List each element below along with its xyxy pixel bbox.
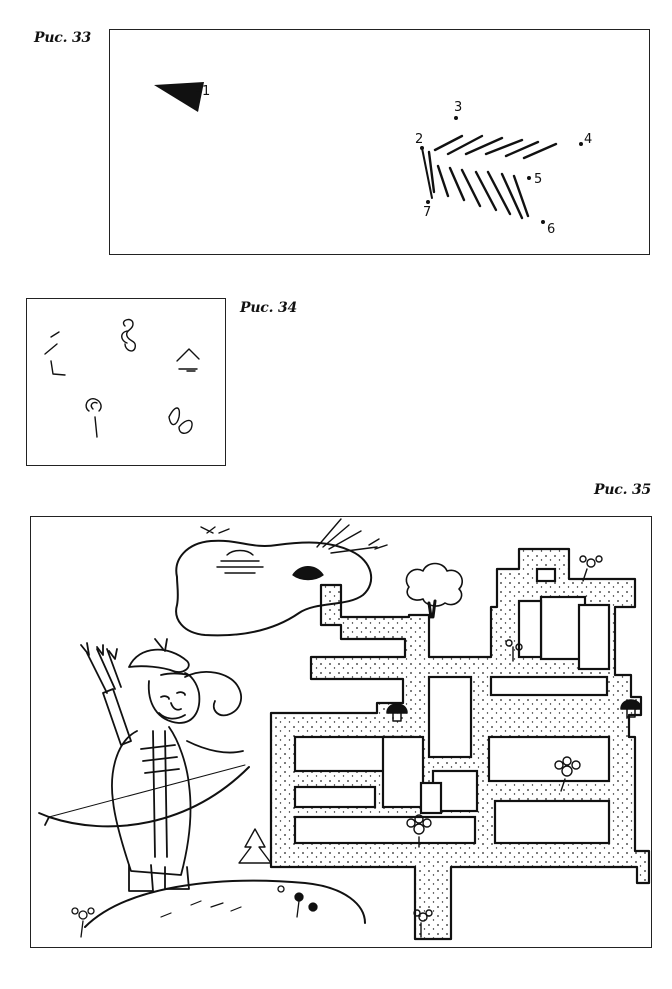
figure-34-panel — [26, 298, 226, 466]
figure-33-panel: 1 2 3 4 5 6 7 — [109, 29, 650, 255]
sketch-fragments — [44, 318, 200, 438]
dot-3 — [454, 116, 458, 120]
maze-walls — [293, 567, 611, 845]
label-7: 7 — [423, 205, 431, 220]
hill-outline — [84, 879, 366, 928]
figure-35-panel — [30, 516, 652, 948]
fragment-a-stroke — [50, 331, 60, 338]
figure-35-caption: Рис. 35 — [594, 482, 652, 498]
upper-hatching — [433, 134, 558, 160]
label-1: 1 — [202, 84, 210, 99]
maze-illustration — [38, 518, 651, 941]
label-2: 2 — [415, 132, 423, 147]
mushroom-icons — [386, 699, 642, 722]
flower-icons — [406, 555, 603, 938]
pond-fish — [216, 549, 324, 581]
archer-figure — [38, 638, 250, 892]
label-3: 3 — [454, 100, 462, 115]
pond-outline — [175, 539, 373, 637]
dot-4 — [579, 142, 583, 146]
fragment-c-chevrons — [176, 348, 200, 362]
figure-33-caption: Рис. 33 — [34, 30, 92, 46]
lower-hatching — [427, 150, 530, 220]
dot-5 — [527, 176, 531, 180]
label-5: 5 — [534, 172, 542, 187]
dot-1 — [196, 88, 200, 92]
dot-2 — [420, 146, 424, 150]
left-edge-stroke — [421, 147, 433, 199]
fragment-b-squiggle — [122, 318, 137, 352]
fir-tree-icon — [238, 828, 272, 864]
dot-7 — [426, 200, 430, 204]
fragment-d-tree — [85, 398, 102, 412]
fragment-e-leaves — [168, 407, 181, 426]
label-6: 6 — [547, 222, 555, 237]
label-4: 4 — [584, 132, 592, 147]
hill-flowers — [71, 885, 318, 938]
dot-connect-drawing: 1 2 3 4 5 6 7 — [154, 82, 592, 237]
figure-34-caption: Рис. 34 — [240, 300, 298, 316]
bush-icon — [405, 562, 463, 619]
reeds — [200, 518, 388, 554]
dot-6 — [541, 220, 545, 224]
arrowhead-shape — [154, 82, 204, 112]
